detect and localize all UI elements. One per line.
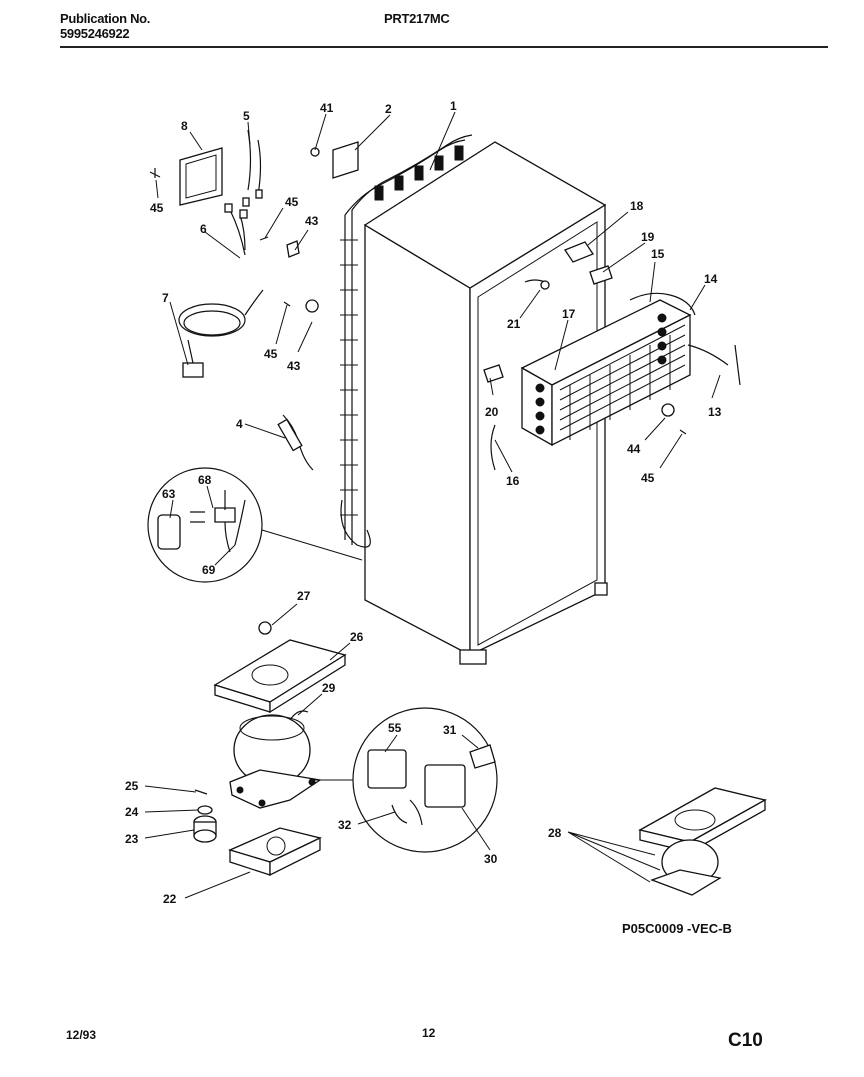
defrost-detail-inset (147, 467, 363, 583)
callout-45-a: 45 (150, 201, 164, 215)
callout-17: 17 (562, 307, 576, 321)
callout-5: 5 (243, 109, 250, 123)
alternate-compressor-assembly (638, 787, 767, 896)
footer-section-code: C10 (728, 1030, 763, 1051)
callout-14: 14 (704, 272, 718, 286)
callout-15: 15 (651, 247, 665, 261)
callout-44: 44 (627, 442, 641, 456)
callout-45-b: 45 (285, 195, 299, 209)
callout-7: 7 (162, 291, 169, 305)
callout-19: 19 (641, 230, 655, 244)
relay-detail-inset (312, 707, 498, 853)
grommet-27 (258, 621, 272, 635)
callout-26: 26 (350, 630, 364, 644)
publication-label: Publication No. (60, 11, 151, 26)
callout-20: 20 (485, 405, 499, 419)
callout-24: 24 (125, 805, 139, 819)
callout-21: 21 (507, 317, 521, 331)
footer-page-number: 12 (422, 1026, 436, 1040)
callout-29: 29 (322, 681, 336, 695)
evaporator (520, 292, 696, 447)
callout-2: 2 (385, 102, 392, 116)
callout-69: 69 (202, 563, 216, 577)
callout-18: 18 (630, 199, 644, 213)
callout-32: 32 (338, 818, 352, 832)
header-divider (60, 46, 828, 48)
drain-pan (213, 639, 347, 714)
model-number: PRT217MC (384, 11, 450, 26)
callout-4: 4 (236, 417, 243, 431)
compressor (229, 710, 322, 809)
leader-lines (144, 111, 721, 899)
callout-13: 13 (708, 405, 722, 419)
callout-27: 27 (297, 589, 311, 603)
mount-parts (193, 789, 217, 843)
callout-45-d: 45 (641, 471, 655, 485)
callout-45-c: 45 (264, 347, 278, 361)
callout-30: 30 (484, 852, 498, 866)
callout-16: 16 (506, 474, 520, 488)
cabinet (340, 134, 608, 665)
callout-8: 8 (181, 119, 188, 133)
compressor-bracket (228, 827, 322, 877)
callout-55: 55 (388, 721, 402, 735)
callout-6: 6 (200, 222, 207, 236)
callout-43-b: 43 (287, 359, 301, 373)
callout-22: 22 (163, 892, 177, 906)
figure-code: P05C0009 -VEC-B (622, 921, 732, 936)
callout-41: 41 (320, 101, 334, 115)
callout-43-a: 43 (305, 214, 319, 228)
callout-labels: 1 2 41 5 8 45 6 45 43 7 45 43 4 63 68 69… (125, 99, 722, 906)
callout-68: 68 (198, 473, 212, 487)
callout-23: 23 (125, 832, 139, 846)
callout-28: 28 (548, 826, 562, 840)
publication-number: 5995246922 (60, 26, 130, 41)
callout-63: 63 (162, 487, 176, 501)
callout-1: 1 (450, 99, 457, 113)
small-parts (149, 129, 741, 471)
footer-date: 12/93 (66, 1028, 97, 1042)
callout-25: 25 (125, 779, 139, 793)
callout-31: 31 (443, 723, 457, 737)
